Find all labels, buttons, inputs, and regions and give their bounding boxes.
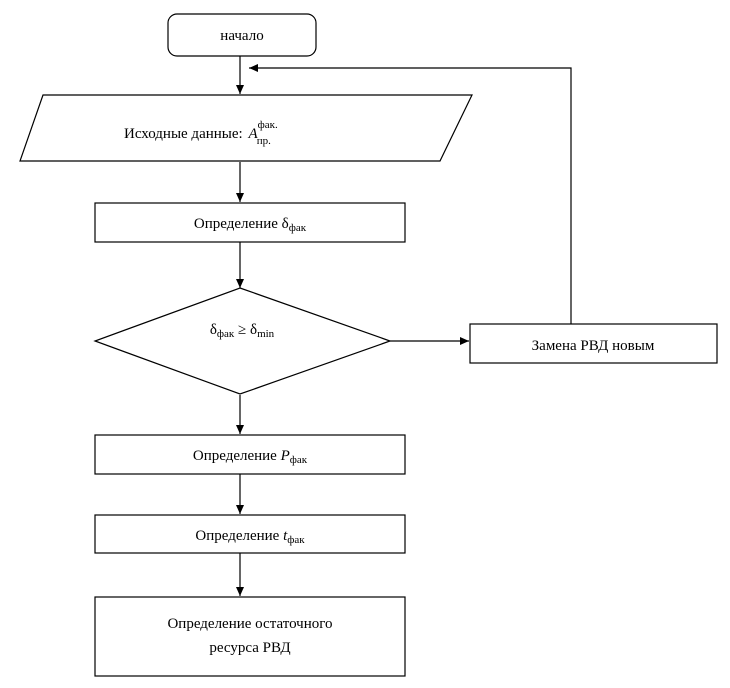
input-label: Исходные данные: Aфак.пр.	[124, 119, 278, 147]
arrow-replace-loop-back	[249, 64, 572, 324]
input-node: Исходные данные: Aфак.пр.	[19, 94, 473, 162]
step-delta-node: Определение δфак	[94, 202, 406, 243]
decision-node: δфак ≥ δmin	[93, 287, 392, 395]
step-t-label: Определение tфак	[195, 528, 305, 546]
input-symbol: A	[247, 126, 258, 142]
replace-label: Замена РВД новым	[532, 338, 655, 354]
step-p-node: Определение Pфак	[94, 434, 406, 475]
input-superscript: фак.	[258, 119, 278, 131]
final-label-line2: ресурса РВД	[209, 640, 290, 656]
start-label: начало	[220, 28, 263, 44]
start-node: начало	[167, 13, 317, 57]
step-delta-label: Определение δфак	[194, 216, 307, 234]
step-p-label: Определение Pфак	[193, 448, 308, 466]
final-label-line1: Определение остаточного	[167, 616, 332, 632]
final-node: Определение остаточного ресурса РВД	[94, 596, 406, 677]
replace-node: Замена РВД новым	[469, 323, 718, 364]
input-subscript: пр.	[257, 135, 271, 147]
step-t-node: Определение tфак	[94, 514, 406, 554]
connectors	[236, 56, 572, 596]
decision-condition: δфак ≥ δmin	[210, 322, 275, 340]
